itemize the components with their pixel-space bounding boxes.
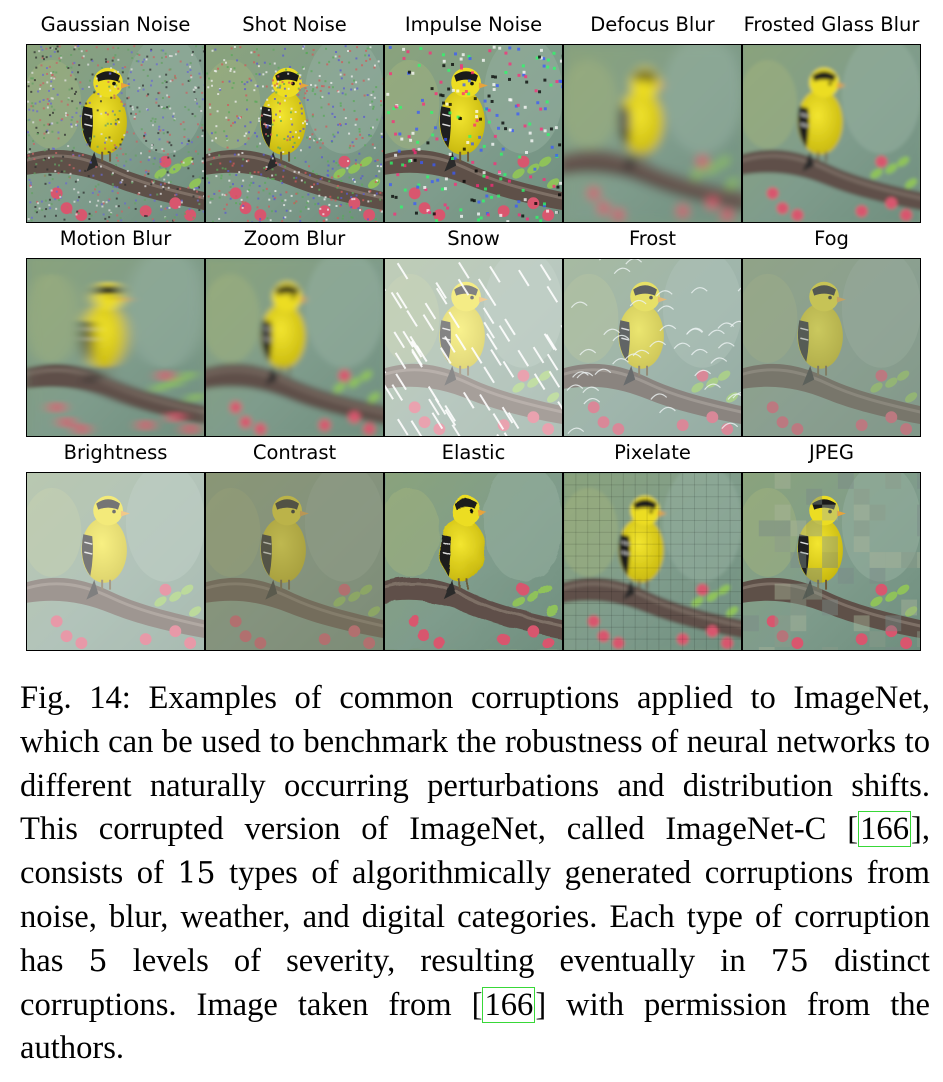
figure-caption: Fig. 14: Examples of common corruptions … bbox=[20, 677, 930, 1071]
tile-label: Zoom Blur bbox=[243, 227, 346, 250]
citation-link-166[interactable]: 166 bbox=[858, 811, 911, 848]
corruption-image-brightness bbox=[26, 472, 205, 651]
bird-image bbox=[206, 45, 383, 222]
bird-image bbox=[206, 473, 383, 650]
tile-label: Motion Blur bbox=[59, 227, 172, 250]
figure-row-3: Brightness Contrast Elastic Pixelate JPEG bbox=[26, 438, 922, 652]
corruption-image-elastic bbox=[384, 472, 563, 651]
citation-link-166[interactable]: 166 bbox=[482, 986, 536, 1023]
bird-image bbox=[743, 45, 920, 222]
corruption-image-glass-blur bbox=[742, 44, 921, 223]
corruption-image-gaussian-noise bbox=[26, 44, 205, 223]
tile-label: Gaussian Noise bbox=[40, 13, 191, 36]
corruption-image-defocus-blur bbox=[563, 44, 742, 223]
corruption-image-jpeg bbox=[742, 472, 921, 651]
caption-text-2: ], consists of bbox=[20, 811, 930, 892]
corruption-image-zoom-blur bbox=[205, 258, 384, 437]
caption-text-5: distinct corruptions. Image taken from [ bbox=[20, 942, 930, 1023]
bird-image bbox=[385, 473, 562, 650]
tile-label: Elastic bbox=[441, 441, 506, 464]
tile-label: Impulse Noise bbox=[404, 13, 543, 36]
corruption-image-motion-blur bbox=[26, 258, 205, 437]
bird-image bbox=[27, 473, 204, 650]
bird-image bbox=[564, 45, 741, 222]
figure-row-2: Motion Blur Zoom Blur Snow Frost Fog bbox=[26, 224, 922, 438]
caption-text-4: levels of severity, resulting eventually… bbox=[107, 942, 771, 979]
tile-label: Contrast bbox=[252, 441, 337, 464]
corruption-image-contrast bbox=[205, 472, 384, 651]
corruption-image-snow bbox=[384, 258, 563, 437]
bird-image bbox=[743, 473, 920, 650]
bird-image bbox=[27, 259, 204, 436]
caption-number-types: 15 bbox=[177, 856, 216, 892]
corruption-image-shot-noise bbox=[205, 44, 384, 223]
bird-image bbox=[743, 259, 920, 436]
tile-label: Brightness bbox=[63, 441, 168, 464]
bird-image bbox=[385, 259, 562, 436]
corruption-image-frost bbox=[563, 258, 742, 437]
tile-label: Shot Noise bbox=[242, 13, 347, 36]
caption-number-levels: 5 bbox=[88, 943, 108, 979]
corruption-figure: Gaussian Noise Shot Noise Impulse Noise Def… bbox=[26, 10, 922, 652]
bird-image bbox=[564, 259, 741, 436]
figure-row-1: Gaussian Noise Shot Noise Impulse Noise Def… bbox=[26, 10, 922, 224]
tile-label: Snow bbox=[447, 227, 500, 250]
caption-number-corruptions: 75 bbox=[770, 943, 809, 979]
bird-image bbox=[27, 45, 204, 222]
corruption-image-pixelate bbox=[563, 472, 742, 651]
bird-image bbox=[564, 473, 741, 650]
tile-label: Defocus Blur bbox=[590, 13, 715, 36]
bird-image bbox=[385, 45, 562, 222]
caption-text-1: Fig. 14: Examples of common corruptions … bbox=[20, 680, 930, 848]
tile-label: Frosted Glass Blur bbox=[743, 13, 920, 36]
corruption-image-impulse-noise bbox=[384, 44, 563, 223]
tile-label: Pixelate bbox=[614, 441, 691, 464]
caption-text-3: types of algorithmically generated corru… bbox=[20, 855, 930, 979]
tile-label: Frost bbox=[628, 227, 677, 250]
bird-image bbox=[206, 259, 383, 436]
tile-label: Fog bbox=[814, 227, 849, 250]
caption-text-6: ] with permission from the authors. bbox=[20, 986, 930, 1067]
corruption-image-fog bbox=[742, 258, 921, 437]
tile-label: JPEG bbox=[809, 441, 854, 464]
